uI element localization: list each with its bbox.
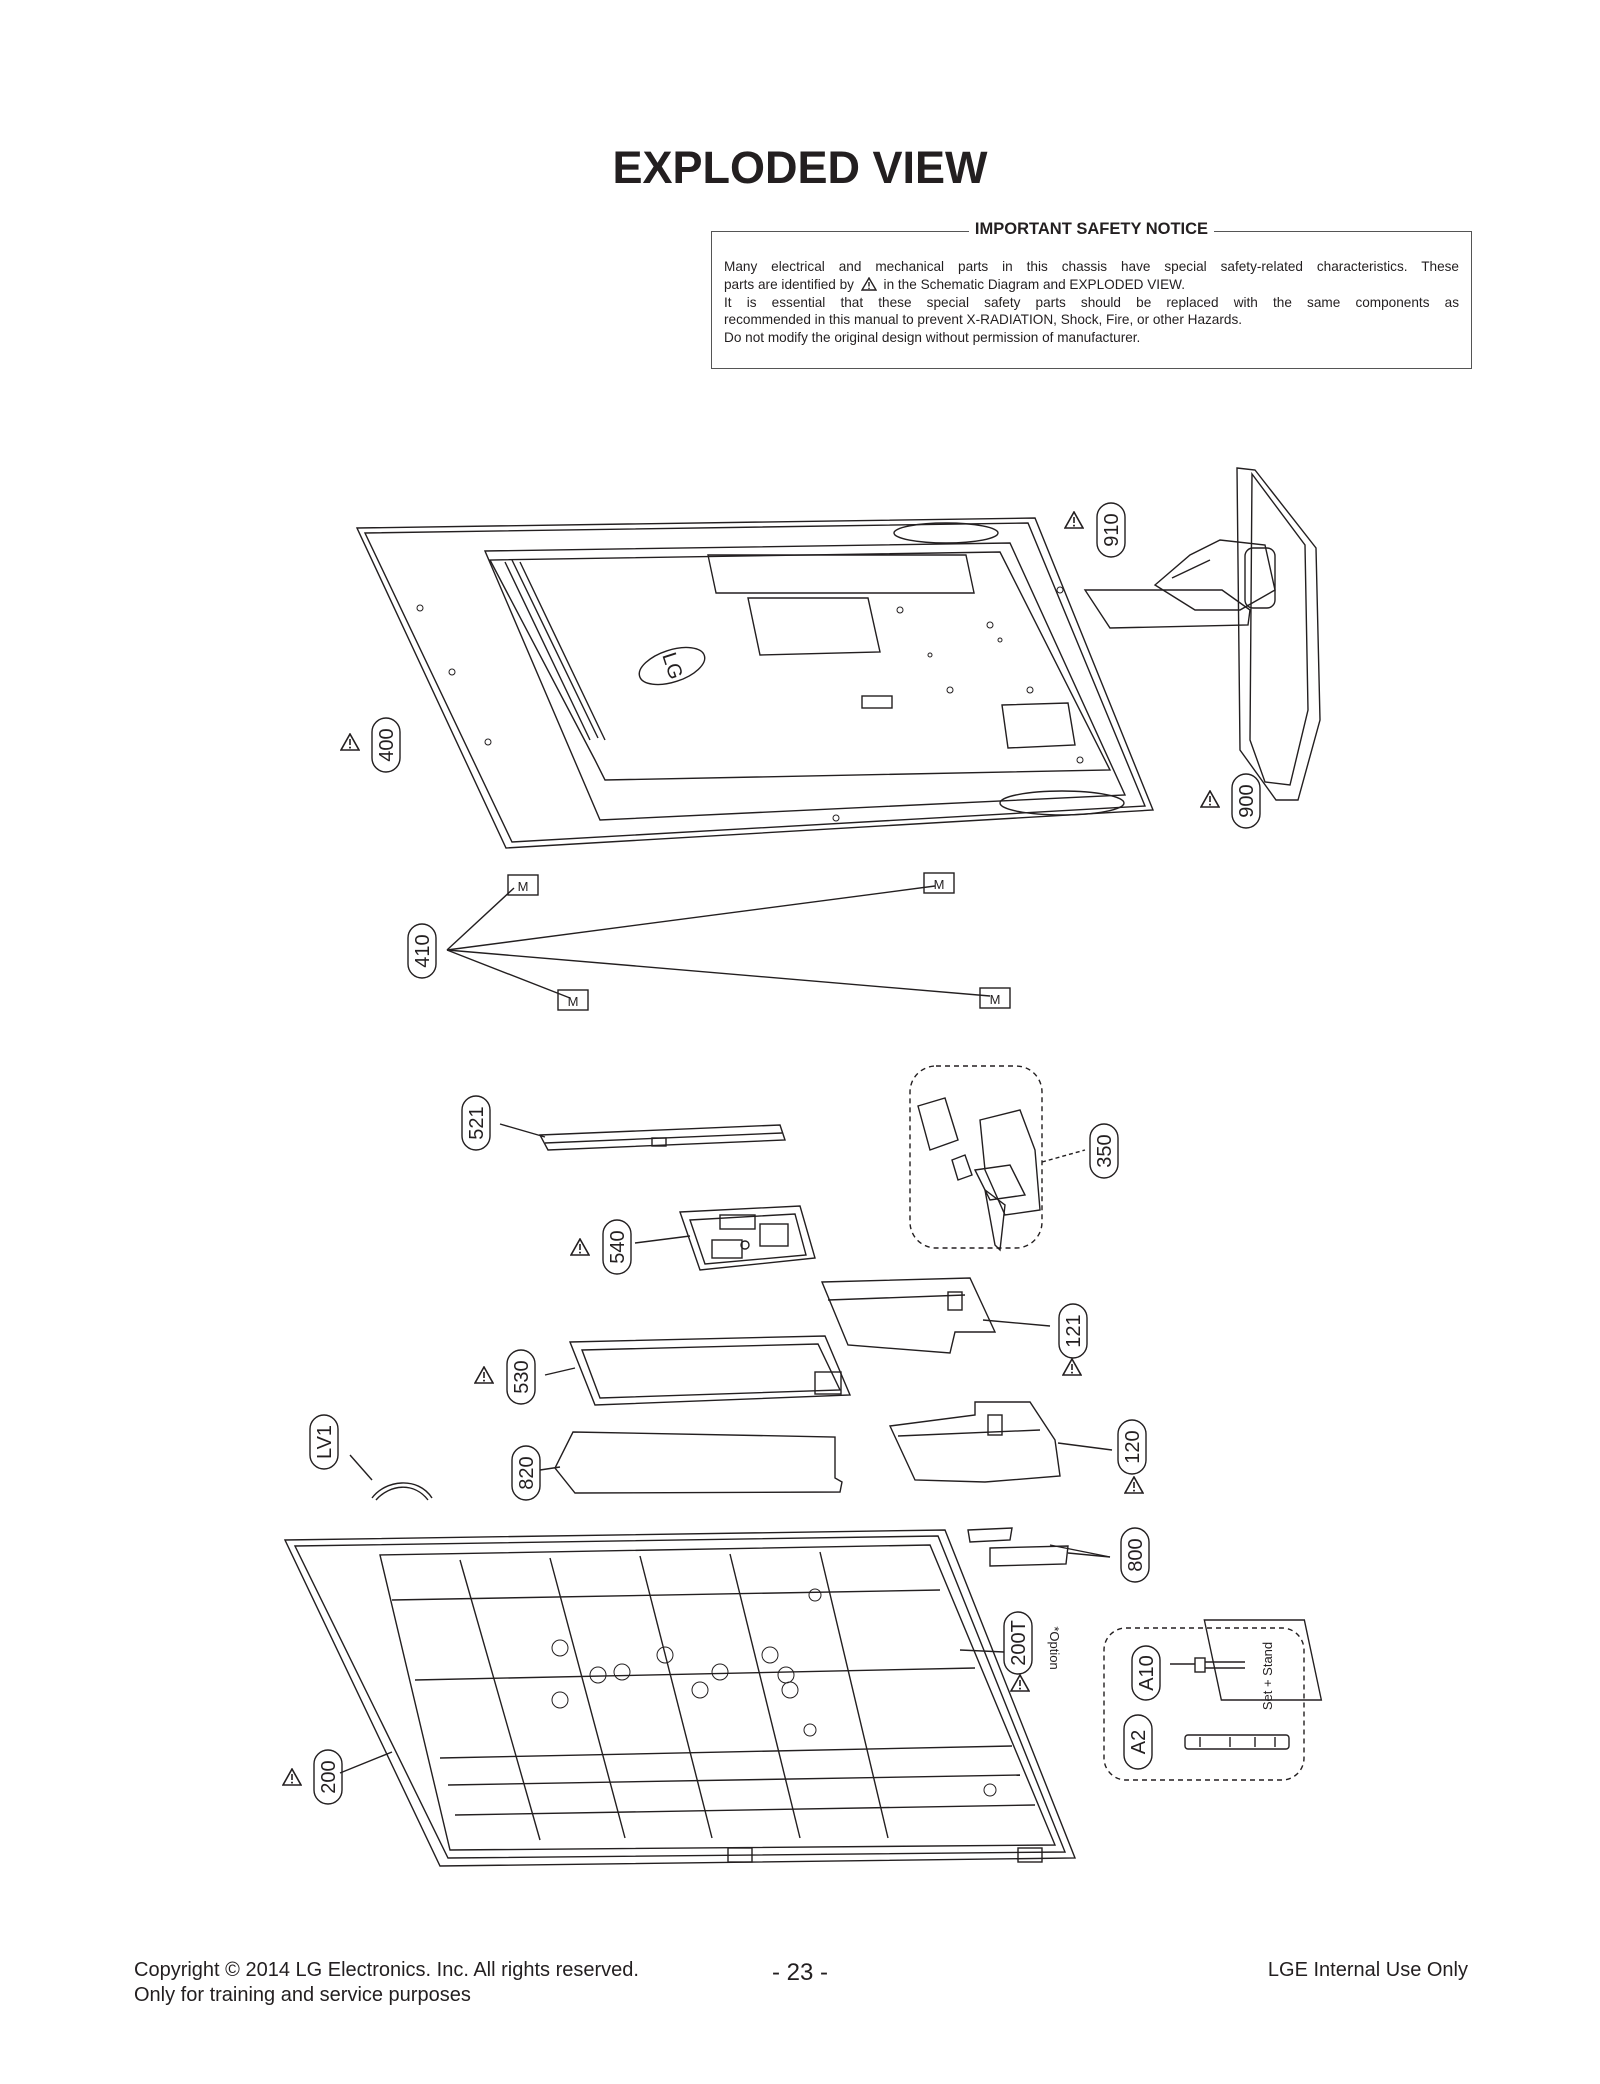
warning-triangle-icon — [1062, 1358, 1082, 1376]
bracket-label: M — [934, 877, 945, 892]
display-module-part — [283, 1529, 1323, 1867]
part-number-400: 400 — [376, 728, 398, 761]
part-number-350: 350 — [1094, 1134, 1116, 1167]
callout-910 — [1096, 502, 1126, 558]
power-cover-121 — [820, 1277, 997, 1354]
part-number-200T: 200T — [1008, 1620, 1030, 1666]
part-number-820: 820 — [516, 1456, 538, 1489]
callout-530 — [506, 1349, 536, 1405]
callout-521 — [461, 1095, 491, 1151]
callout-820 — [511, 1445, 541, 1501]
part-number-540: 540 — [607, 1230, 629, 1263]
bracket-label: M — [518, 879, 529, 894]
warning-triangle-icon — [570, 1238, 590, 1256]
page-title: EXPLODED VIEW — [612, 142, 988, 193]
safety-notice-body: Many electrical and mechanical parts in … — [724, 258, 1459, 347]
main-board-part — [679, 1205, 816, 1271]
warning-triangle-icon — [282, 1768, 302, 1786]
bracket-label: M — [568, 994, 579, 1009]
power-cover-120 — [888, 1401, 1061, 1483]
bracket-set — [446, 872, 1011, 1011]
part-number-910: 910 — [1101, 513, 1123, 546]
callout-350 — [1089, 1123, 1119, 1179]
power-board-530 — [568, 1335, 852, 1406]
part-number-A10: A10 — [1136, 1655, 1158, 1691]
part-group-350 — [909, 1065, 1043, 1249]
lg-logo: LG — [657, 650, 686, 682]
part-number-LV1: LV1 — [314, 1425, 336, 1459]
callout-121 — [1058, 1303, 1088, 1359]
accessories-group — [1103, 1627, 1305, 1781]
back-cover-part: LG — [355, 517, 1155, 849]
callout-A2 — [1123, 1714, 1153, 1770]
part-number-120: 120 — [1122, 1430, 1144, 1463]
warning-triangle-icon — [474, 1366, 494, 1384]
safety-notice-heading: IMPORTANT SAFETY NOTICE — [968, 220, 1215, 238]
internal-use-text: LGE Internal Use Only — [1267, 1959, 1468, 1981]
warning-triangle-icon — [1124, 1476, 1144, 1494]
part-number-530: 530 — [511, 1360, 533, 1393]
callout-A10 — [1131, 1645, 1161, 1701]
callout-410 — [407, 923, 437, 979]
screw-part — [1170, 1657, 1245, 1673]
callout-200 — [313, 1749, 343, 1805]
warning-triangle-icon — [1064, 511, 1084, 529]
set-stand-label: Set + Stand — [1260, 1642, 1275, 1710]
callout-540 — [602, 1219, 632, 1275]
stand-part — [1083, 467, 1321, 801]
callout-900 — [1231, 773, 1261, 829]
notice-line-5: Do not modify the original design withou… — [724, 330, 1141, 346]
notice-line-4: recommended in this manual to prevent X-… — [724, 312, 1243, 328]
part-number-121: 121 — [1063, 1314, 1085, 1347]
lvds-cable-part — [371, 1482, 433, 1499]
notice-line-2-start: parts are identified by — [724, 276, 854, 292]
bracket-800 — [967, 1527, 1069, 1567]
page-number: - 23 - — [771, 1959, 828, 1986]
copyright-text: Copyright © 2014 LG Electronics. Inc. Al… — [134, 1959, 639, 1981]
part-number-521: 521 — [466, 1106, 488, 1139]
bracket-label: M — [990, 992, 1001, 1007]
purpose-text: Only for training and service purposes — [134, 1984, 471, 2006]
warning-triangle-icon — [1010, 1674, 1030, 1692]
notice-line-2-end: in the Schematic Diagram and EXPLODED VI… — [883, 276, 1185, 292]
warning-triangle-icon — [340, 733, 360, 751]
warning-triangle-icon — [860, 276, 877, 291]
part-number-A2: A2 — [1128, 1730, 1150, 1754]
part-number-900: 900 — [1236, 784, 1258, 817]
notice-line-3: It is essential that these special safet… — [724, 294, 1459, 310]
part-number-200: 200 — [318, 1760, 340, 1793]
insulator-sheet-820 — [554, 1431, 843, 1494]
part-number-800: 800 — [1125, 1538, 1147, 1571]
callout-800 — [1120, 1527, 1150, 1583]
option-note: *Option — [1047, 1626, 1062, 1669]
safety-notice-box: IMPORTANT SAFETY NOTICE Many electrical … — [711, 220, 1472, 369]
bar-part — [538, 1124, 786, 1151]
remote-control-part — [1184, 1734, 1290, 1750]
callout-120 — [1117, 1419, 1147, 1475]
warning-triangle-icon — [1200, 790, 1220, 808]
callout-400 — [371, 717, 401, 773]
callout-200T — [1003, 1611, 1033, 1675]
part-number-410: 410 — [412, 934, 434, 967]
footer-left: Copyright © 2014 LG Electronics. Inc. Al… — [134, 1958, 639, 2008]
notice-line-1: Many electrical and mechanical parts in … — [724, 259, 1459, 274]
callout-LV1 — [309, 1414, 339, 1470]
